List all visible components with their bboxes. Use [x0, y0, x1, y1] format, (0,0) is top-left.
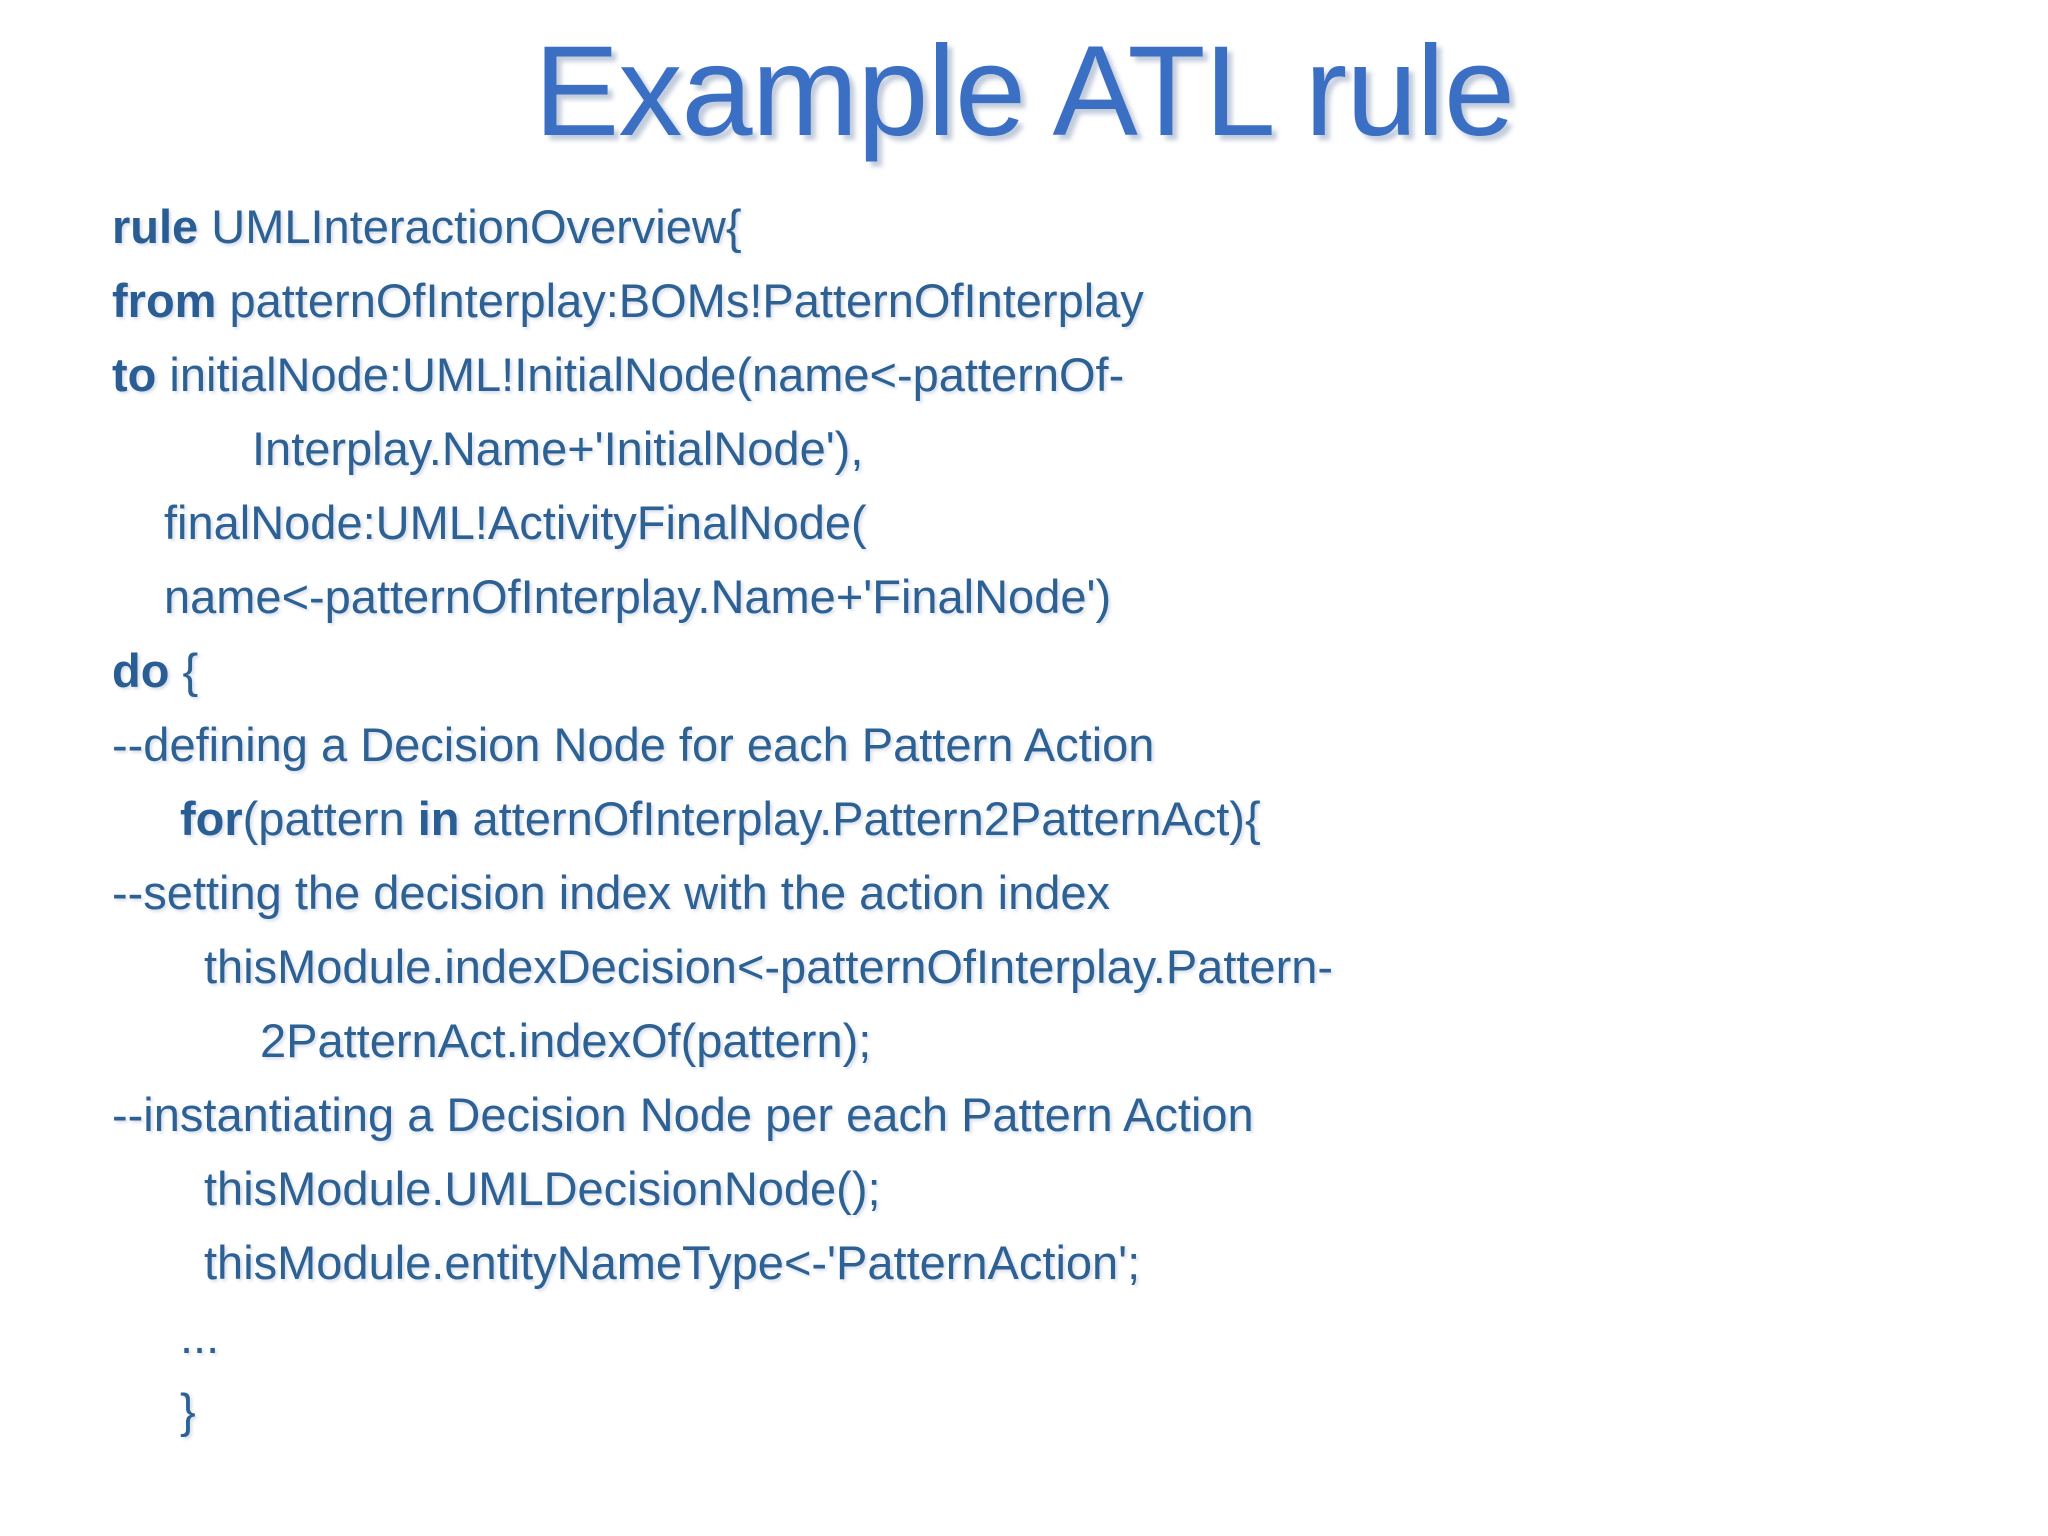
code-text: ...	[180, 1310, 220, 1363]
code-line: thisModule.entityNameType<-'PatternActio…	[112, 1226, 1972, 1300]
code-text: {	[169, 644, 199, 697]
code-line: finalNode:UML!ActivityFinalNode(	[112, 486, 1972, 560]
code-text: finalNode:UML!ActivityFinalNode(	[164, 496, 867, 549]
code-line: rule UMLInteractionOverview{	[112, 190, 1972, 264]
code-text: thisModule.entityNameType<-'PatternActio…	[204, 1236, 1141, 1289]
code-line: --setting the decision index with the ac…	[112, 856, 1972, 930]
code-line: --instantiating a Decision Node per each…	[112, 1078, 1972, 1152]
code-text: --instantiating a Decision Node per each…	[112, 1088, 1254, 1141]
code-text: 2PatternAct.indexOf(pattern);	[260, 1014, 872, 1067]
code-listing: rule UMLInteractionOverview{from pattern…	[112, 190, 1972, 1448]
code-keyword: for	[180, 792, 243, 845]
code-line: do {	[112, 634, 1972, 708]
code-text: --setting the decision index with the ac…	[112, 866, 1111, 919]
code-line: 2PatternAct.indexOf(pattern);	[112, 1004, 1972, 1078]
code-line: }	[112, 1374, 1972, 1448]
code-text: patternOfInterplay:BOMs!PatternOfInterpl…	[216, 274, 1144, 327]
code-text: }	[180, 1384, 196, 1437]
code-text: thisModule.UMLDecisionNode();	[204, 1162, 881, 1215]
code-line: Interplay.Name+'InitialNode'),	[112, 412, 1972, 486]
code-line: from patternOfInterplay:BOMs!PatternOfIn…	[112, 264, 1972, 338]
code-line: to initialNode:UML!InitialNode(name<-pat…	[112, 338, 1972, 412]
code-keyword: to	[112, 348, 157, 401]
code-keyword: in	[417, 792, 460, 845]
code-text: thisModule.indexDecision<-patternOfInter…	[204, 940, 1334, 993]
code-text: initialNode:UML!InitialNode(name<-patter…	[156, 348, 1125, 401]
code-line: for(pattern in atternOfInterplay.Pattern…	[112, 782, 1972, 856]
code-keyword: rule	[112, 200, 199, 253]
code-keyword: do	[112, 644, 170, 697]
code-text: (pattern	[242, 792, 418, 845]
code-line: ...	[112, 1300, 1972, 1374]
code-text: name<-patternOfInterplay.Name+'FinalNode…	[164, 570, 1112, 623]
code-text: --defining a Decision Node for each Patt…	[112, 718, 1155, 771]
code-line: --defining a Decision Node for each Patt…	[112, 708, 1972, 782]
page-title: Example ATL rule	[534, 20, 1515, 163]
code-line: name<-patternOfInterplay.Name+'FinalNode…	[112, 560, 1972, 634]
code-line: thisModule.UMLDecisionNode();	[112, 1152, 1972, 1226]
code-line: thisModule.indexDecision<-patternOfInter…	[112, 930, 1972, 1004]
code-text: UMLInteractionOverview{	[198, 200, 742, 253]
code-keyword: from	[112, 274, 217, 327]
code-text: atternOfInterplay.Pattern2PatternAct){	[459, 792, 1261, 845]
code-text: Interplay.Name+'InitialNode'),	[252, 422, 864, 475]
